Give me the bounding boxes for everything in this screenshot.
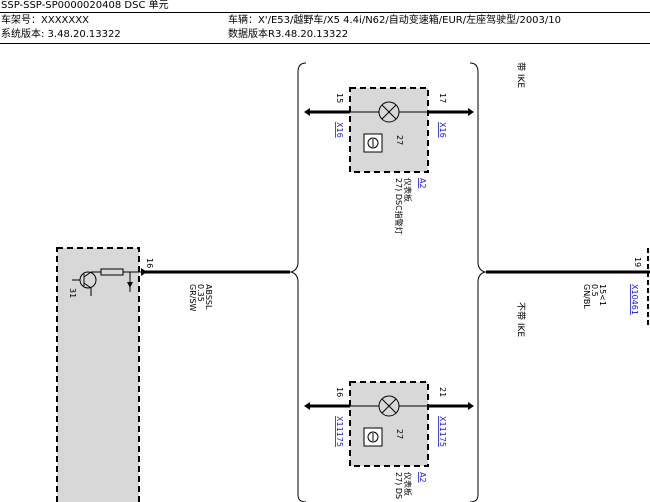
ecu-pin-number: 31 <box>68 288 77 298</box>
component-link-a2-bottom[interactable]: A2 <box>418 472 427 483</box>
component-link-a2-top[interactable]: A2 <box>418 178 427 189</box>
warning-symbol-icon <box>363 427 383 447</box>
header-divider <box>0 12 650 13</box>
wire-color-right: GN/BL <box>582 284 591 309</box>
document-title: SSP-SSP-SP0000020408 DSC 单元 <box>1 0 169 11</box>
wire-gauge-left: 0.35 <box>196 284 205 302</box>
variant-label-without-ike: 不带 IKE <box>515 302 526 337</box>
component-name-bottom: 仪表板 <box>403 472 413 496</box>
system-version: 系统版本: 3.48.20.13322 <box>1 29 121 40</box>
connector-link-x11175-in[interactable]: X11175 <box>335 416 344 447</box>
wire-signal-left: ABSSL <box>204 284 213 310</box>
data-version: 数据版本R3.48.20.13322 <box>228 29 349 40</box>
variant-bracket-left <box>289 62 307 502</box>
transistor-icon <box>72 268 141 296</box>
connector-link-x11175-out[interactable]: X11175 <box>438 416 447 447</box>
wire-color-left: GR/SW <box>188 284 197 312</box>
component-name-top: 仪表板 <box>403 178 413 202</box>
document-header: SSP-SSP-SP0000020408 DSC 单元 车架号：XXXXXXX … <box>0 0 650 44</box>
pin-in-top: 15 <box>335 93 344 103</box>
wire-absl[interactable] <box>141 268 290 276</box>
symbol-id-top: 27 <box>395 135 404 145</box>
connector-link-x16-in[interactable]: X16 <box>335 122 344 138</box>
chassis-number: 车架号：XXXXXXX <box>1 15 89 26</box>
lamp-label-top: 27) DSC指警灯 <box>394 178 404 235</box>
instrument-cluster-lamp-bottom[interactable] <box>304 381 474 467</box>
wire-pin-left: 16 <box>145 258 154 268</box>
lamp-label-bottom: 27) DS <box>394 472 403 499</box>
vehicle-info: 车辆：X'/E53/越野车/X5 4.4i/N62/自动变速箱/EUR/左座驾驶… <box>228 15 562 26</box>
connector-link-x16-out[interactable]: X16 <box>438 122 447 138</box>
wire-pin-right: 19 <box>633 257 642 267</box>
connector-link-x10461[interactable]: X10461 <box>630 284 639 315</box>
header-divider-bottom <box>0 43 650 44</box>
pin-out-top: 17 <box>438 93 447 103</box>
arrow-down-icon <box>127 282 133 288</box>
pin-in-bottom: 16 <box>335 387 344 397</box>
variant-label-with-ike: 带 IKE <box>515 62 526 88</box>
symbol-id-bottom: 27 <box>395 429 404 439</box>
wire-gauge-right: 0.5 <box>590 284 599 297</box>
warning-symbol-icon <box>363 133 383 153</box>
instrument-cluster-lamp-top[interactable] <box>304 87 474 173</box>
dsc-control-unit[interactable]: 31 <box>56 247 141 502</box>
variant-bracket-right <box>469 62 487 502</box>
lamp-icon <box>350 101 428 123</box>
lamp-icon <box>350 395 428 417</box>
wire-signal-right: 15<1 <box>598 284 607 306</box>
pin-out-bottom: 21 <box>438 387 447 397</box>
